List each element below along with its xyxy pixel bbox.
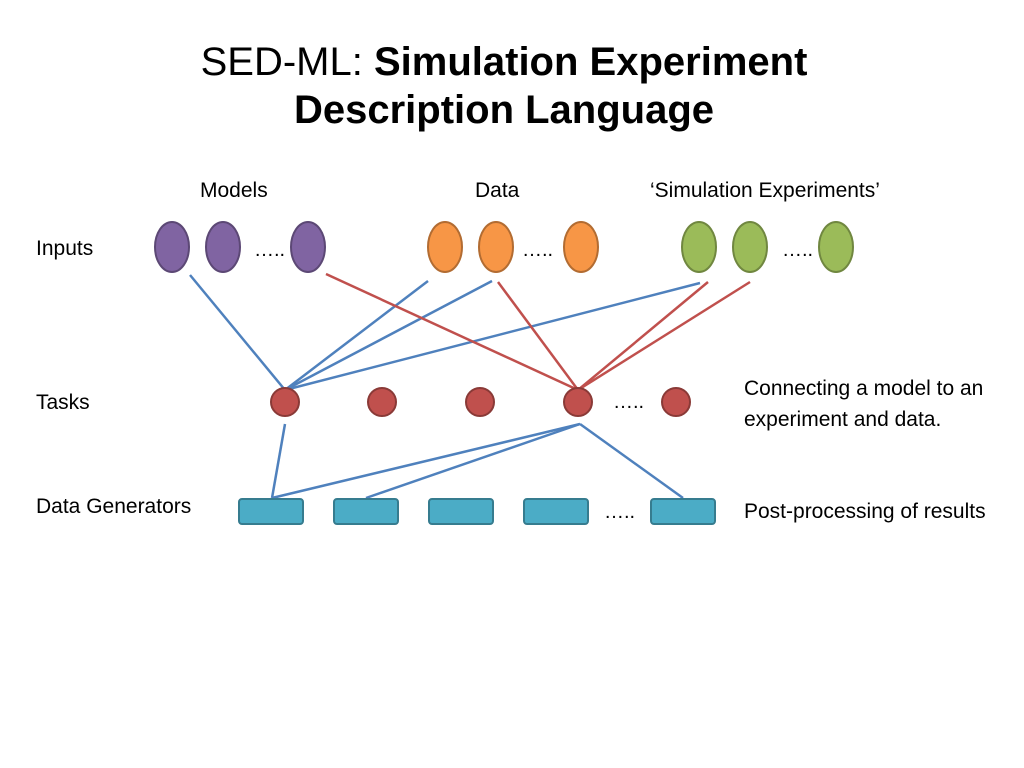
model-input — [154, 221, 190, 273]
link-experiment1-task1 — [284, 281, 701, 392]
link-task4-generator1 — [271, 422, 581, 500]
data-generator-node — [523, 498, 589, 525]
model-input — [290, 221, 326, 273]
link-data2-task1 — [284, 279, 493, 392]
experiments-ellipsis: ….. — [782, 239, 813, 261]
link-experiment1-task4 — [577, 281, 709, 391]
data-generators-ellipsis: ….. — [604, 501, 635, 523]
data-input — [427, 221, 463, 273]
task-node — [270, 387, 300, 417]
title-line2: Description Language — [293, 88, 715, 132]
data-generator-node — [333, 498, 399, 525]
column-label-experiments: ‘Simulation Experiments’ — [650, 179, 880, 202]
row-label-tasks: Tasks — [36, 391, 90, 414]
data-generators — [238, 498, 716, 525]
row-label-data-generators: Data Generators — [36, 495, 192, 518]
data-generators-description: Post-processing of results — [744, 500, 986, 523]
task-node — [563, 387, 593, 417]
data-inputs — [427, 221, 599, 273]
column-label-models: Models — [200, 179, 268, 202]
data-input — [563, 221, 599, 273]
tasks-description: Connecting a model to an experiment and … — [744, 377, 984, 431]
title-line1: Simulation Experiment — [373, 40, 808, 84]
model-input — [205, 221, 241, 273]
task-node — [367, 387, 397, 417]
blue-output-links — [270, 422, 684, 500]
link-experiment2-task4 — [577, 280, 751, 392]
experiment-input — [732, 221, 768, 273]
task-node — [661, 387, 691, 417]
experiment-input — [818, 221, 854, 273]
model-inputs — [154, 221, 326, 273]
data-ellipsis: ….. — [522, 239, 553, 261]
experiment-input — [681, 221, 717, 273]
column-label-data: Data — [475, 179, 520, 202]
data-generator-node — [428, 498, 494, 525]
title-prefix: SED-ML: — [200, 40, 374, 84]
row-label-inputs: Inputs — [36, 237, 94, 260]
data-generator-node — [238, 498, 304, 525]
link-model1-task1 — [189, 274, 286, 391]
task-node — [465, 387, 495, 417]
blue-input-links — [189, 274, 701, 392]
tasks-ellipsis: ….. — [613, 391, 644, 413]
data-generator-node — [650, 498, 716, 525]
link-task4-generator5 — [579, 422, 684, 500]
slide-title: SED-ML: Simulation Experiment Descriptio… — [0, 38, 1008, 134]
tasks — [270, 387, 691, 417]
link-task4-generator2 — [365, 422, 581, 500]
models-ellipsis: ….. — [254, 239, 285, 261]
link-model3-task4 — [325, 272, 579, 392]
link-data2-task4 — [496, 281, 580, 391]
link-task1-generator1 — [270, 423, 287, 499]
data-input — [478, 221, 514, 273]
red-input-links — [325, 272, 751, 392]
link-data1-task1 — [284, 280, 429, 391]
experiment-inputs — [681, 221, 854, 273]
